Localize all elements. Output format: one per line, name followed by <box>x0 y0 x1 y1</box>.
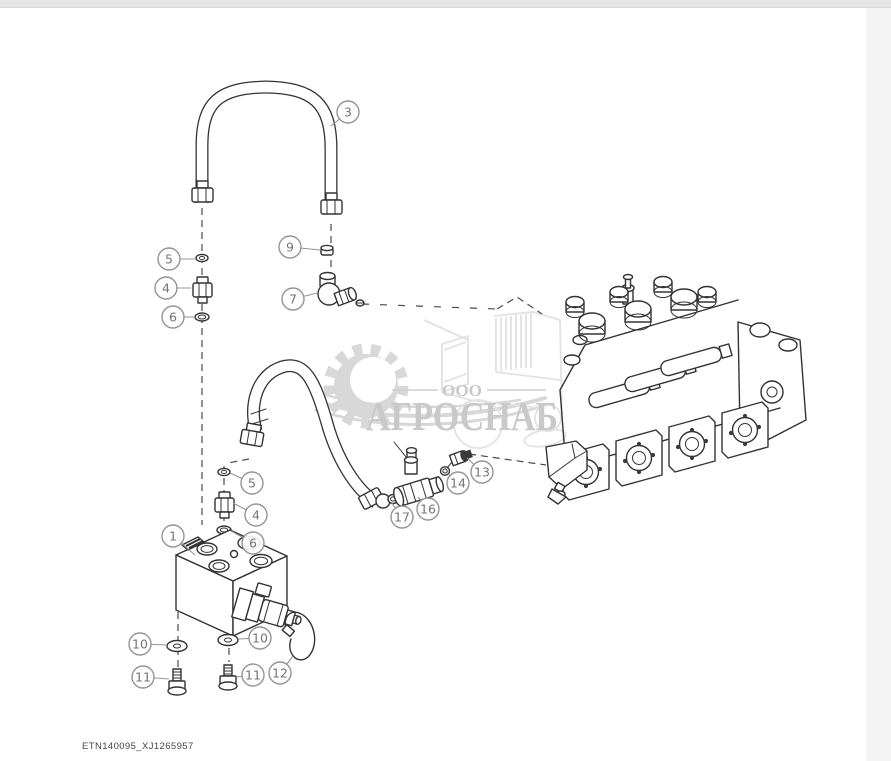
washer-item10-right <box>217 633 239 647</box>
callout-circle <box>240 471 264 495</box>
callout-10: 10 <box>238 626 272 650</box>
control-valve-assembly <box>545 273 807 505</box>
union-fitting-item16 <box>393 441 445 507</box>
watermark-org-form: ООО <box>442 381 482 400</box>
hose-end-fitting-lower-left <box>239 422 265 448</box>
callout-number: 12 <box>272 666 288 681</box>
hose-end-elbow-lower-right <box>358 487 391 510</box>
callout-circle <box>446 471 470 495</box>
valve-top-caps-front <box>578 288 698 343</box>
plug-item13 <box>448 449 473 467</box>
callout-circle <box>131 665 155 689</box>
callout-circle <box>241 531 265 555</box>
washer-item5-lower <box>217 467 231 477</box>
callout-5: 5 <box>157 247 196 271</box>
callout-1: 1 <box>161 524 196 556</box>
callout-4: 4 <box>232 502 268 527</box>
bolt-item11-left <box>167 668 187 696</box>
callouts-layer: 3 9 5 4 6 7 5 4 6 1 10 10 11 11 12 17 16 14 13 <box>128 100 494 689</box>
callout-6: 6 <box>230 530 265 555</box>
callout-circle <box>154 276 178 300</box>
washer-item5-upper <box>195 253 209 263</box>
callout-circle <box>128 632 152 656</box>
callout-circle <box>416 497 440 521</box>
callout-6: 6 <box>161 305 195 329</box>
callout-17: 17 <box>390 501 414 529</box>
callout-circle <box>157 247 181 271</box>
nut-item9 <box>320 244 334 256</box>
callout-12: 12 <box>268 655 294 685</box>
callout-13: 13 <box>466 457 494 484</box>
callout-circle <box>268 661 292 685</box>
callout-7: 7 <box>281 287 318 311</box>
callout-number: 13 <box>474 465 490 480</box>
block-label-sticker <box>181 536 205 551</box>
callout-circle <box>278 235 302 259</box>
callout-circle <box>390 505 414 529</box>
oring-item6-upper <box>194 312 210 322</box>
callout-circle <box>248 626 272 650</box>
callout-16: 16 <box>416 496 440 521</box>
valve-spools <box>588 343 733 409</box>
callout-circle <box>161 305 185 329</box>
hose-end-fitting-right <box>320 192 343 215</box>
callout-number: 1 <box>169 529 177 544</box>
callout-4: 4 <box>154 276 191 300</box>
solenoid-valve <box>231 582 302 628</box>
valve-section-plates <box>562 401 769 501</box>
callout-number: 11 <box>245 668 261 683</box>
callout-circle <box>470 460 494 484</box>
fitting-item4-upper <box>192 276 213 304</box>
fitting-item4-lower <box>214 491 235 519</box>
manifold-block-item1 <box>175 529 302 637</box>
callout-11: 11 <box>236 663 265 687</box>
callout-circle <box>244 503 268 527</box>
washer-item10-left <box>166 639 188 653</box>
callout-3: 3 <box>330 100 360 127</box>
watermark-org-row: ООО <box>392 381 546 400</box>
callout-number: 9 <box>286 240 294 255</box>
cable-tie-item12 <box>281 611 316 661</box>
callout-number: 6 <box>249 536 257 551</box>
callout-circle <box>336 100 360 124</box>
callout-14: 14 <box>446 471 470 495</box>
hydraulic-hose-lower <box>239 359 391 510</box>
bolt-item11-right <box>218 664 238 691</box>
callout-number: 10 <box>252 631 268 646</box>
callout-number: 5 <box>248 476 256 491</box>
callout-11: 11 <box>131 665 170 689</box>
hydraulic-hose-upper <box>191 80 343 215</box>
valve-mounting-bracket <box>545 440 588 505</box>
top-strip <box>0 0 891 7</box>
right-gutter <box>866 0 891 761</box>
document-id: ETN140095_XJ1265957 <box>82 741 194 752</box>
callout-number: 4 <box>162 281 170 296</box>
callout-number: 17 <box>394 510 410 525</box>
callout-number: 11 <box>135 670 151 685</box>
callout-number: 5 <box>165 252 173 267</box>
callout-number: 7 <box>289 292 297 307</box>
callout-9: 9 <box>278 235 321 259</box>
callout-number: 16 <box>420 502 436 517</box>
watermark: ООО АГРОСНАБ <box>314 311 567 449</box>
callout-number: 10 <box>132 637 148 652</box>
callout-circle <box>281 287 305 311</box>
elbow-fitting-item7 <box>317 271 365 307</box>
callout-5: 5 <box>229 471 264 495</box>
callout-circle <box>241 663 265 687</box>
callout-number: 6 <box>169 310 177 325</box>
hose-end-fitting-left <box>191 180 214 203</box>
callout-number: 4 <box>252 508 260 523</box>
callout-circle <box>161 524 185 548</box>
oring-item14 <box>439 466 451 476</box>
callout-10: 10 <box>128 632 168 656</box>
watermark-harvester-sketch <box>423 311 567 449</box>
callout-number: 14 <box>450 476 466 491</box>
callout-number: 3 <box>344 105 352 120</box>
valve-top-caps-back <box>565 275 717 318</box>
watermark-company-name: АГРОСНАБ <box>366 393 558 439</box>
